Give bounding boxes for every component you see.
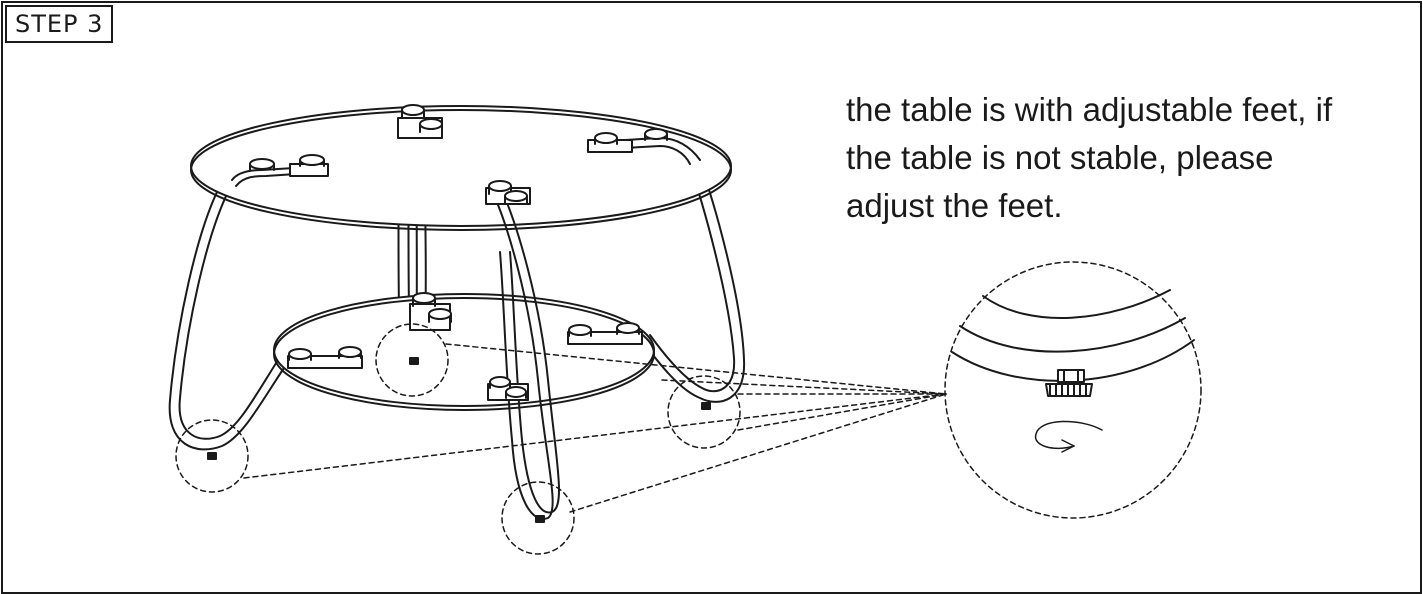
side-table-icon bbox=[168, 104, 746, 523]
top-bracket-back bbox=[397, 104, 443, 139]
instruction-line-3: adjust the feet. bbox=[846, 187, 1063, 224]
step-label: STEP 3 bbox=[5, 5, 114, 43]
foot-highlight-circles bbox=[175, 323, 741, 555]
foot-circle-back bbox=[375, 323, 449, 397]
table-feet bbox=[207, 357, 711, 523]
table-top-glass bbox=[190, 105, 732, 231]
shelf-bracket-right bbox=[567, 322, 643, 345]
shelf-bracket-left bbox=[287, 346, 363, 369]
instruction-line-1: the table is with adjustable feet, if bbox=[846, 91, 1333, 128]
table-leg-left bbox=[168, 181, 289, 451]
rotate-arrow-icon bbox=[1034, 420, 1103, 453]
shelf-bracket-back bbox=[409, 292, 452, 331]
top-bracket-left bbox=[231, 154, 329, 187]
leader-lines bbox=[243, 343, 947, 513]
foot-circle-front bbox=[501, 481, 575, 555]
foot-circle-right bbox=[667, 375, 741, 449]
adjustable-foot-detail-icon bbox=[944, 261, 1202, 519]
table-shelf-glass bbox=[273, 293, 655, 411]
instruction-text: the table is with adjustable feet, if th… bbox=[846, 86, 1386, 230]
foot-circle-left bbox=[175, 419, 249, 493]
top-bracket-right bbox=[587, 128, 701, 165]
instruction-line-2: the table is not stable, please bbox=[846, 139, 1274, 176]
table-leg-front bbox=[485, 180, 560, 520]
